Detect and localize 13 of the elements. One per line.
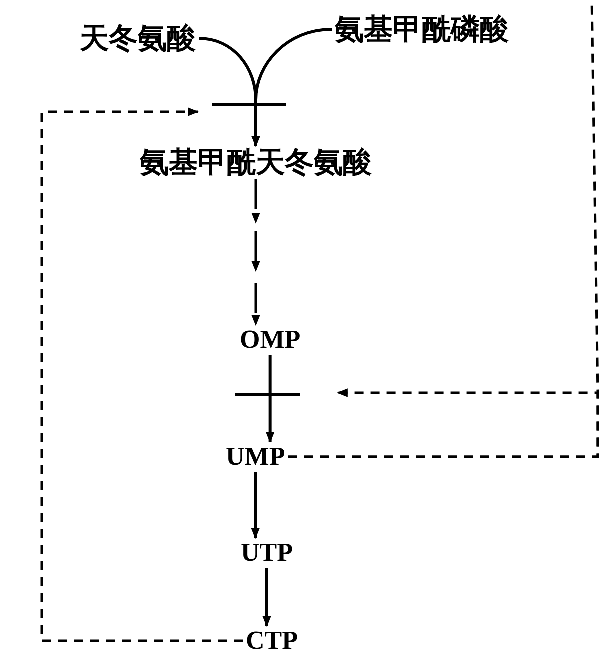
compound-label: 氨基甲酰天冬氨酸 <box>140 148 372 177</box>
compound-label: UMP <box>226 444 286 470</box>
compound-label: 天冬氨酸 <box>80 24 196 53</box>
arrow <box>262 568 272 628</box>
dashed-arrow <box>252 179 260 326</box>
compound-label: UTP <box>241 540 293 566</box>
arrow <box>266 355 275 444</box>
arrow <box>251 472 260 540</box>
dashed-arrow <box>40 108 243 642</box>
compound-label: 氨基甲酰磷酸 <box>335 15 509 44</box>
arrow <box>252 28 332 148</box>
compound-label: CTP <box>246 628 298 654</box>
compound-label: OMP <box>240 327 301 353</box>
